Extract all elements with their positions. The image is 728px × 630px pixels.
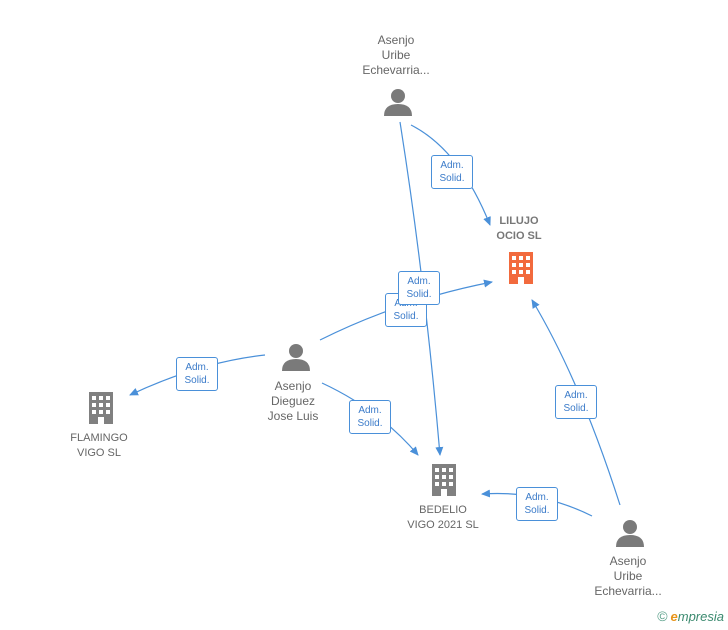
label-line: Echevarria... [362, 63, 430, 77]
badge-line: Solid. [406, 289, 432, 300]
brand-name: mpresia [677, 609, 724, 624]
node-label-lilujo[interactable]: LILUJO OCIO SL [496, 214, 541, 244]
node-label-person-bottom[interactable]: Asenjo Uribe Echevarria... [594, 554, 661, 599]
node-label-bedelio[interactable]: BEDELIO VIGO 2021 SL [407, 503, 479, 533]
badge-line: Solid. [393, 311, 419, 322]
person-icon-bottom[interactable] [616, 520, 644, 547]
copyright-icon: © [657, 608, 668, 624]
node-label-person-top[interactable]: Asenjo Uribe Echevarria... [362, 33, 429, 78]
edge-badge-bottom-bedelio[interactable]: Adm. Solid. [516, 487, 558, 521]
label-line: VIGO 2021 SL [407, 519, 479, 531]
label-line: Asenjo [609, 554, 647, 568]
label-line: BEDELIO [419, 504, 467, 516]
label-line: Jose Luis [267, 409, 319, 423]
brand-logo: empresia [671, 609, 724, 624]
building-icon-flamingo[interactable] [89, 392, 113, 424]
label-line: Uribe [613, 569, 643, 583]
badge-line: Adm. [440, 160, 464, 171]
label-line: Echevarria... [594, 584, 662, 598]
badge-line: Solid. [439, 173, 465, 184]
brand-initial: e [670, 609, 678, 624]
label-line: Uribe [381, 48, 411, 62]
edge-badge-top-lilujo[interactable]: Adm. Solid. [431, 155, 473, 189]
label-line: Dieguez [270, 394, 316, 408]
badge-line: Adm. [564, 390, 588, 401]
node-label-flamingo[interactable]: FLAMINGO VIGO SL [70, 431, 127, 461]
label-line: LILUJO [499, 215, 539, 227]
label-line: Asenjo [377, 33, 415, 47]
badge-line: Adm. [525, 492, 549, 503]
badge-line: Solid. [524, 505, 550, 516]
badge-line: Adm. [185, 362, 209, 373]
edge-badge-bottom-lilujo[interactable]: Adm. Solid. [555, 385, 597, 419]
badge-line: Solid. [184, 375, 210, 386]
label-line: VIGO SL [76, 447, 122, 459]
building-icon-bedelio[interactable] [432, 464, 456, 496]
badge-line: Solid. [357, 418, 383, 429]
label-line: FLAMINGO [70, 432, 128, 444]
person-icon-center[interactable] [282, 344, 310, 371]
node-label-person-center[interactable]: Asenjo Dieguez Jose Luis [268, 379, 319, 424]
edge-badge-top-bedelio[interactable]: Adm. Solid. [398, 271, 440, 305]
edge-badge-center-bedelio[interactable]: Adm. Solid. [349, 400, 391, 434]
badge-line: Adm. [407, 276, 431, 287]
label-line: Asenjo [274, 379, 312, 393]
edge-badge-center-flamingo[interactable]: Adm. Solid. [176, 357, 218, 391]
label-line: OCIO SL [496, 230, 542, 242]
building-icon-lilujo[interactable] [509, 252, 533, 284]
badge-line: Adm. [358, 405, 382, 416]
badge-line: Solid. [563, 403, 589, 414]
brand-watermark: ©empresia [657, 608, 724, 624]
person-icon-top[interactable] [384, 89, 412, 116]
